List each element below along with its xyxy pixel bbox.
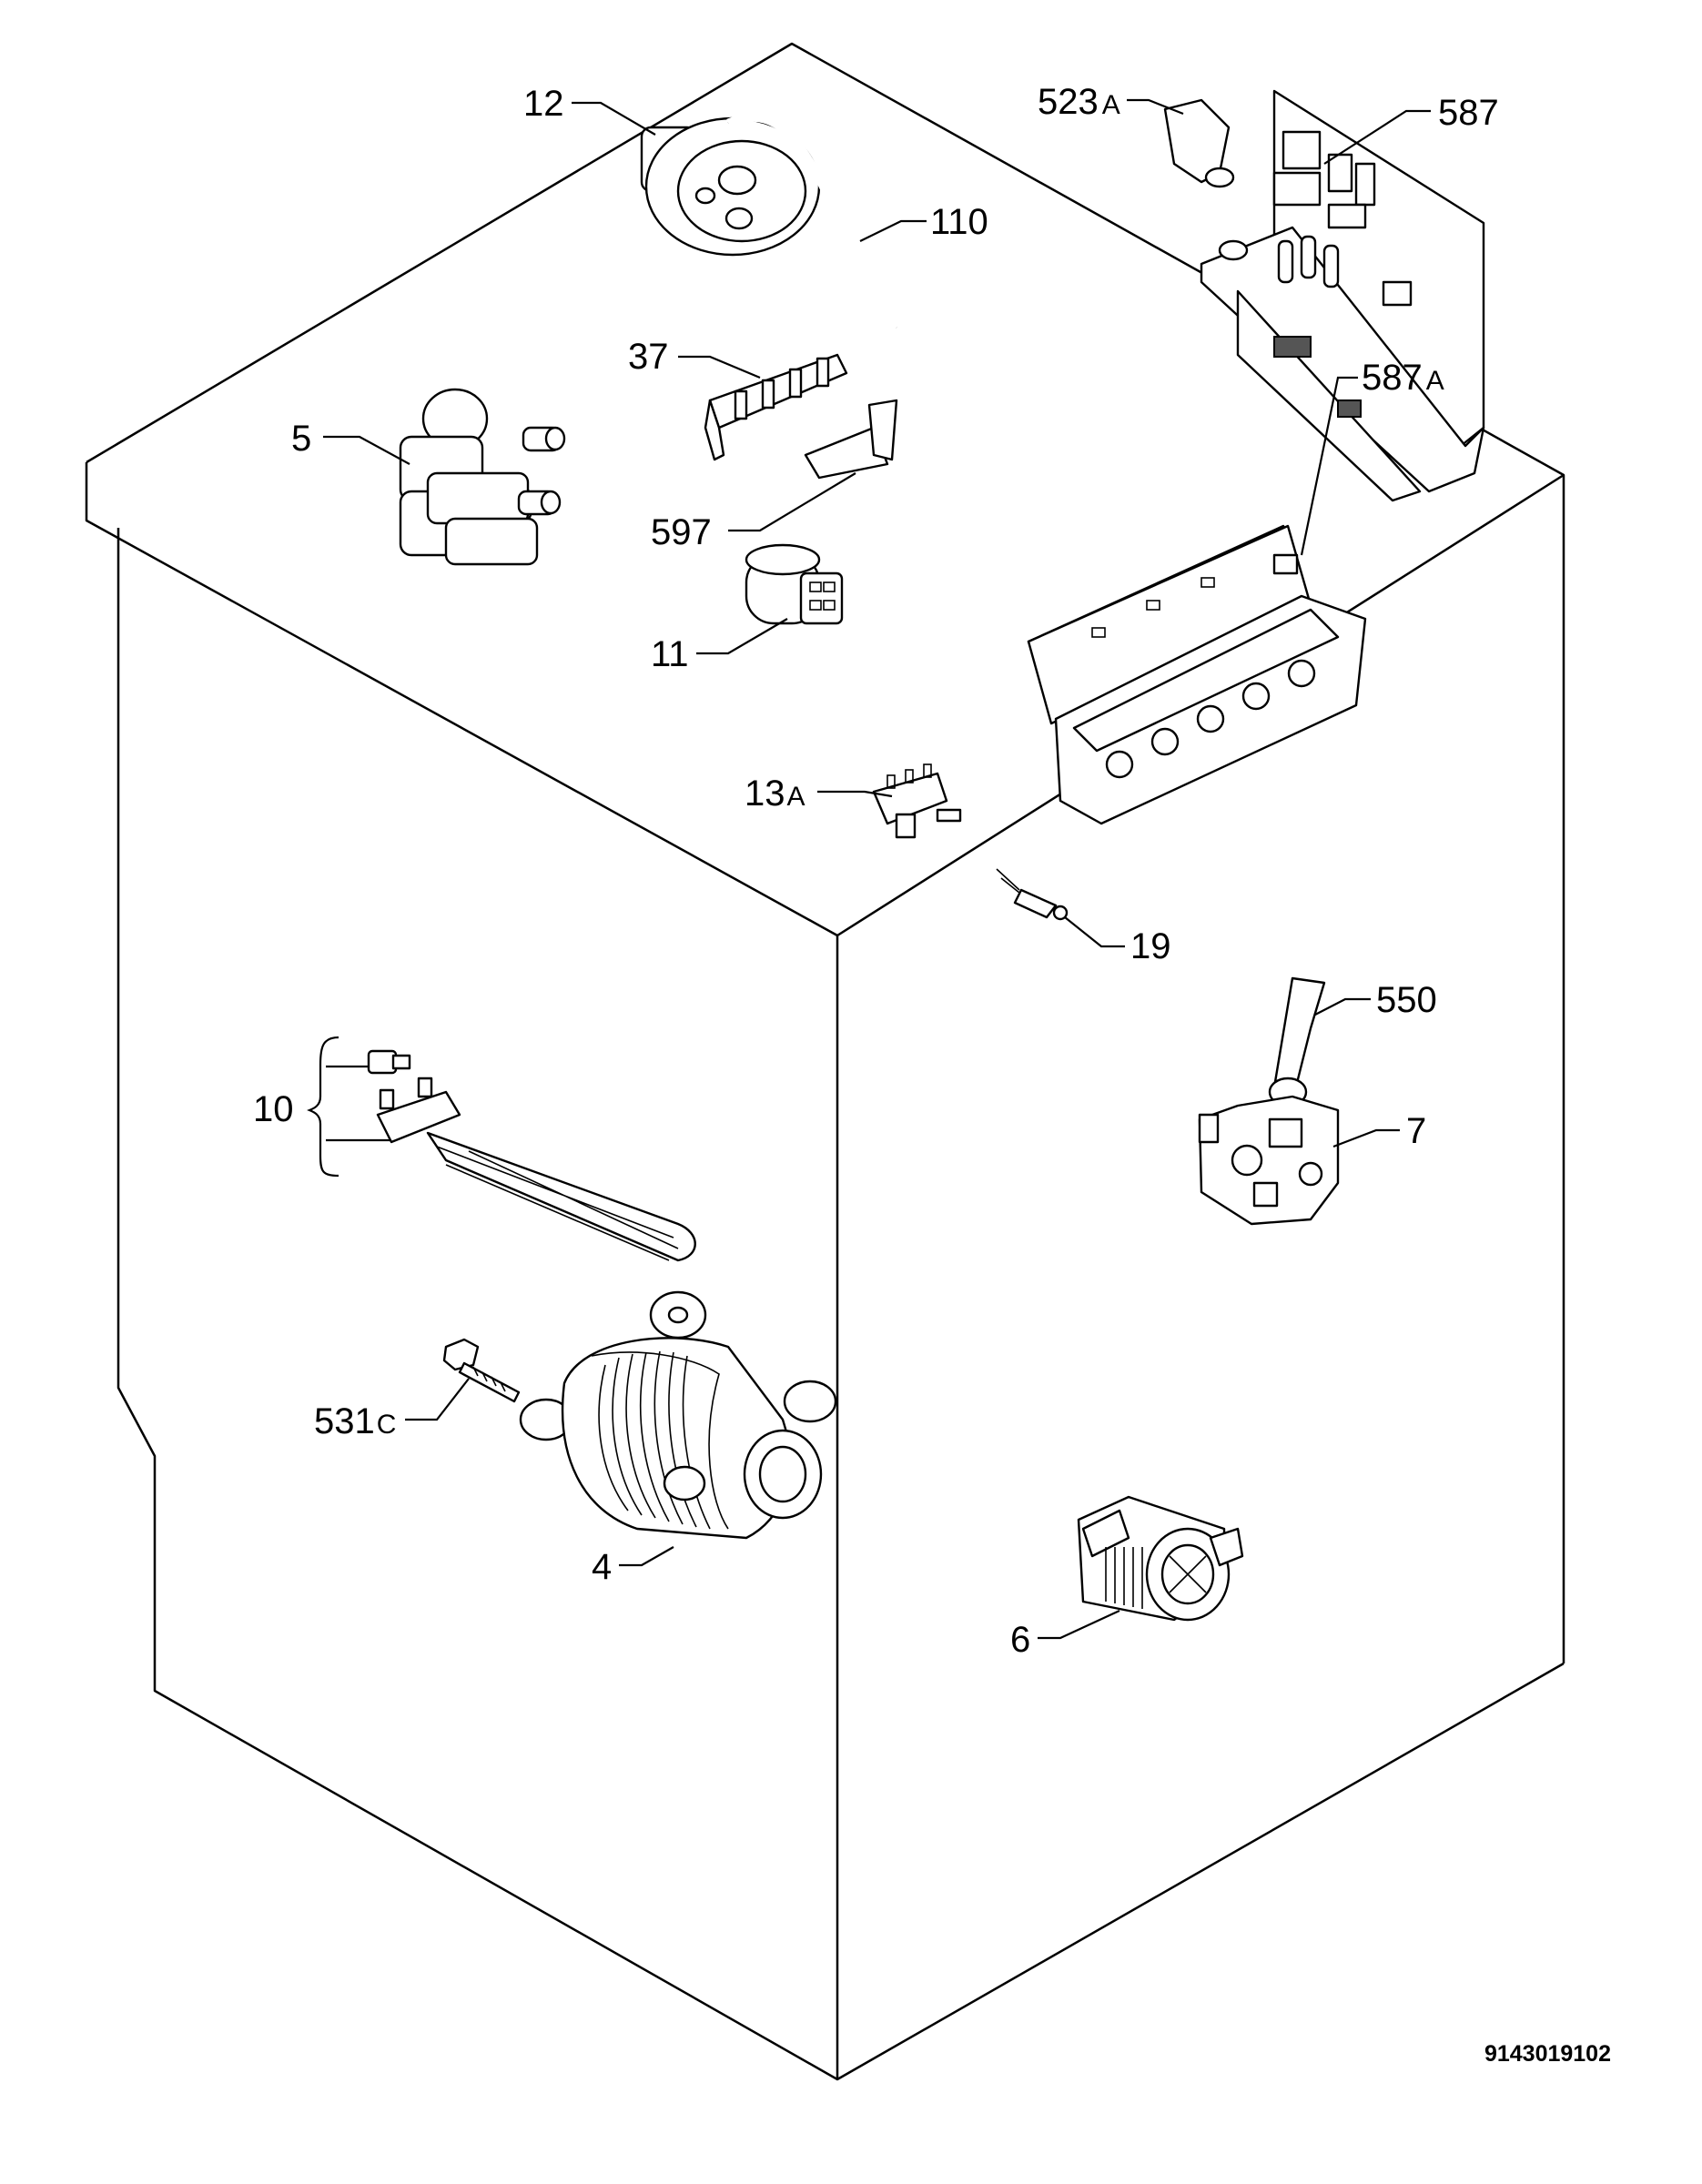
- leader-12: [572, 101, 656, 136]
- callout-531c: 531C: [314, 1401, 396, 1441]
- callout-587: 587: [1438, 93, 1499, 133]
- leader-10-brace: [307, 1036, 339, 1178]
- leader-110: [859, 219, 927, 242]
- leader-7: [1332, 1128, 1400, 1148]
- callout-110: 110: [930, 202, 988, 242]
- part-connector-block: [704, 353, 848, 461]
- callout-550: 550: [1376, 980, 1437, 1020]
- part-drain-pump: [1077, 1495, 1244, 1622]
- part-pressure-hose: [726, 113, 899, 331]
- part-motor: [519, 1290, 837, 1540]
- leader-523a: [1127, 98, 1184, 116]
- leader-531c: [405, 1378, 470, 1421]
- callout-597: 597: [651, 512, 712, 552]
- callout-5: 5: [291, 419, 311, 459]
- leader-13a: [817, 790, 893, 798]
- callout-4: 4: [592, 1547, 612, 1587]
- callout-7: 7: [1406, 1111, 1426, 1151]
- part-inlet-valve: [399, 388, 566, 566]
- part-sensor: [996, 868, 1069, 921]
- part-interference-filter: [745, 543, 844, 625]
- callout-10: 10: [253, 1089, 294, 1129]
- part-clip: [804, 399, 898, 480]
- leader-37: [678, 355, 761, 379]
- leader-4: [619, 1546, 674, 1567]
- part-control-board: [1027, 524, 1367, 825]
- part-terminal-block: [872, 763, 962, 839]
- callout-19: 19: [1130, 926, 1171, 966]
- document-number: 9143019102: [1484, 2041, 1611, 2067]
- callout-13a: 13A: [745, 774, 805, 814]
- callout-11: 11: [651, 634, 689, 674]
- part-heating-element: [367, 1049, 696, 1262]
- leader-587a: [1300, 376, 1358, 556]
- leader-lines: [307, 98, 1431, 1640]
- leader-587: [1323, 109, 1431, 165]
- leader-6: [1038, 1610, 1120, 1640]
- leader-550: [1314, 997, 1371, 1016]
- part-electronic-module: [1163, 89, 1485, 502]
- callout-12: 12: [523, 84, 564, 124]
- leader-597: [728, 472, 856, 532]
- part-screw: [442, 1338, 521, 1403]
- part-door-interlock: [1198, 976, 1340, 1226]
- leader-5: [323, 435, 410, 465]
- part-pressure-switch: [640, 116, 821, 257]
- leader-11: [696, 618, 788, 655]
- callout-6: 6: [1010, 1620, 1030, 1660]
- callout-37: 37: [628, 337, 669, 377]
- leader-19: [1064, 916, 1125, 948]
